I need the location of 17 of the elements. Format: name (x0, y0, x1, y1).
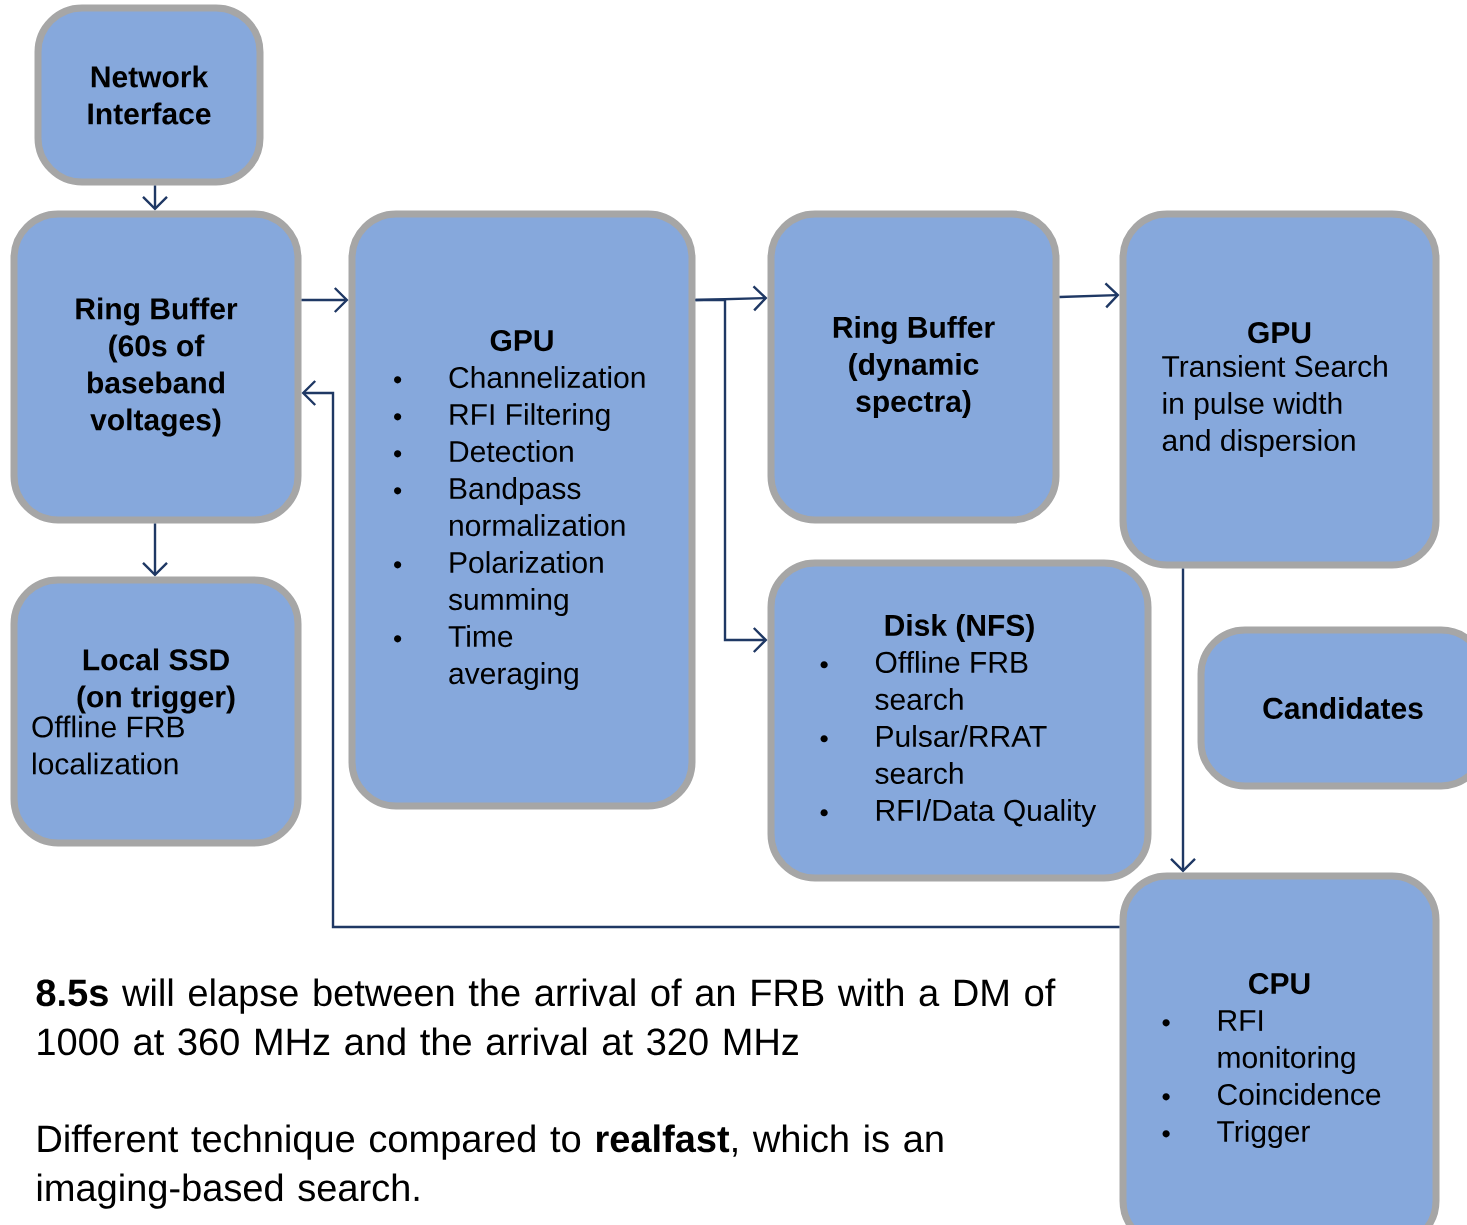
paragraph-text: 8.5s will elapse between the arrival of an FRB with a DM of 1000 at 360 MHz and the arrival at 320 MHz (36, 978, 1056, 1056)
process-box: GPU Channelization RFI Filtering Detection Bandpass normalization Polarization summing Time averaging (348, 210, 696, 810)
process-box: Local SSD (on trigger) Offline FRB localization (10, 576, 302, 847)
process-box: Ring Buffer (60s of baseband voltages) (10, 210, 302, 524)
paragraph-text: Different technique compared to realfast, which is an imaging-based search. (37, 1124, 943, 1209)
arrow (1170, 568, 1196, 873)
arrow (695, 285, 768, 312)
arrow (142, 523, 168, 577)
arrow (301, 380, 1120, 929)
process-box: GPU Transient Search in pulse width and dispersion (1119, 210, 1440, 569)
arrow (1059, 282, 1120, 309)
arrow (695, 298, 768, 653)
process-box: Candidates (1197, 626, 1467, 790)
process-box: Ring Buffer (dynamic spectra) (767, 210, 1060, 524)
process-box: Disk (NFS) Offline FRB search Pulsar/RRAT search RFI/Data Quality (767, 559, 1152, 882)
process-box: CPU RFI monitoring Coincidence Trigger (1119, 872, 1440, 1225)
process-box: Network Interface (34, 4, 264, 186)
